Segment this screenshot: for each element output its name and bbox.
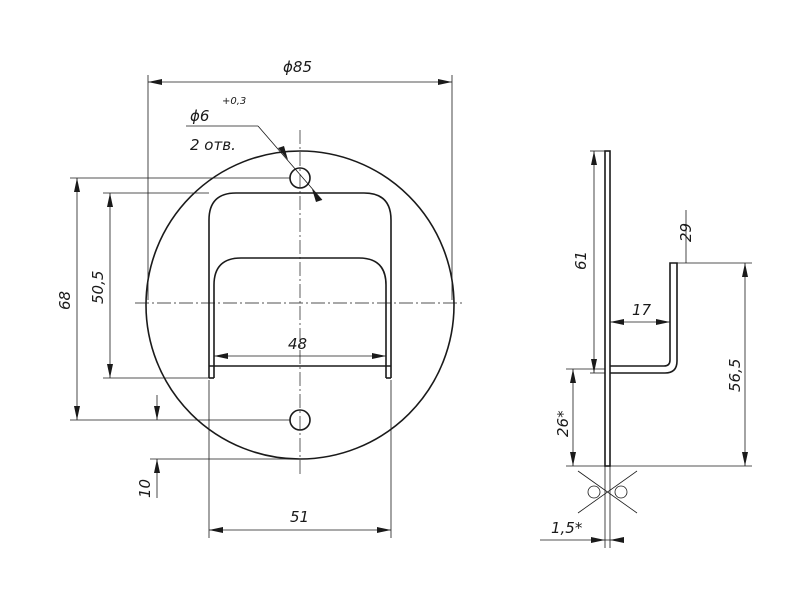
dim-thickness-text: 1,5* xyxy=(551,519,583,537)
dimension-width-inner: 48 xyxy=(214,335,386,359)
front-view: ϕ85 ϕ6 +0,3 2 отв. 48 51 xyxy=(56,58,465,538)
dimension-outer-diameter: ϕ85 xyxy=(147,58,453,300)
dim-hole-count-text: 2 отв. xyxy=(190,136,236,154)
dimension-thickness: 1,5* xyxy=(540,466,638,548)
dim-height-total-text: 68 xyxy=(56,291,74,310)
side-view: 61 29 17 26* 5 xyxy=(540,150,752,548)
dim-upper-height-text: 29 xyxy=(677,223,695,242)
dim-hole-diameter-text: ϕ6 xyxy=(190,107,209,125)
bent-arm xyxy=(610,262,678,374)
dim-width-outer-text: 51 xyxy=(290,508,309,526)
handle-inner-contour xyxy=(213,257,387,378)
dimension-upper-height: 29 xyxy=(677,210,695,263)
dim-plate-height-text: 61 xyxy=(572,251,590,270)
handle-outer-contour xyxy=(208,192,392,378)
dim-offset-text: 17 xyxy=(632,301,652,319)
dimension-offset: 17 xyxy=(610,301,670,325)
dim-lower-height-text: 26* xyxy=(554,410,572,437)
dimension-hole-diameter: ϕ6 +0,3 2 отв. xyxy=(186,96,323,202)
dimension-plate-height: 61 xyxy=(572,150,605,374)
dim-width-inner-text: 48 xyxy=(288,335,307,353)
dimension-height-total: 68 xyxy=(56,177,290,421)
dimension-height-inner: 50,5 xyxy=(89,192,209,379)
dim-bottom-offset-text: 10 xyxy=(136,479,154,498)
dim-hole-tolerance-text: +0,3 xyxy=(222,96,246,107)
dim-arm-height-text: 56,5 xyxy=(726,359,744,392)
plate-section xyxy=(604,150,611,467)
dimension-arm-height: 56,5 xyxy=(610,262,752,467)
dimension-bottom-offset: 10 xyxy=(136,395,300,498)
dim-outer-diameter-text: ϕ85 xyxy=(283,58,312,76)
dimension-lower-height: 26* xyxy=(554,368,605,467)
dim-height-inner-text: 50,5 xyxy=(89,271,107,304)
